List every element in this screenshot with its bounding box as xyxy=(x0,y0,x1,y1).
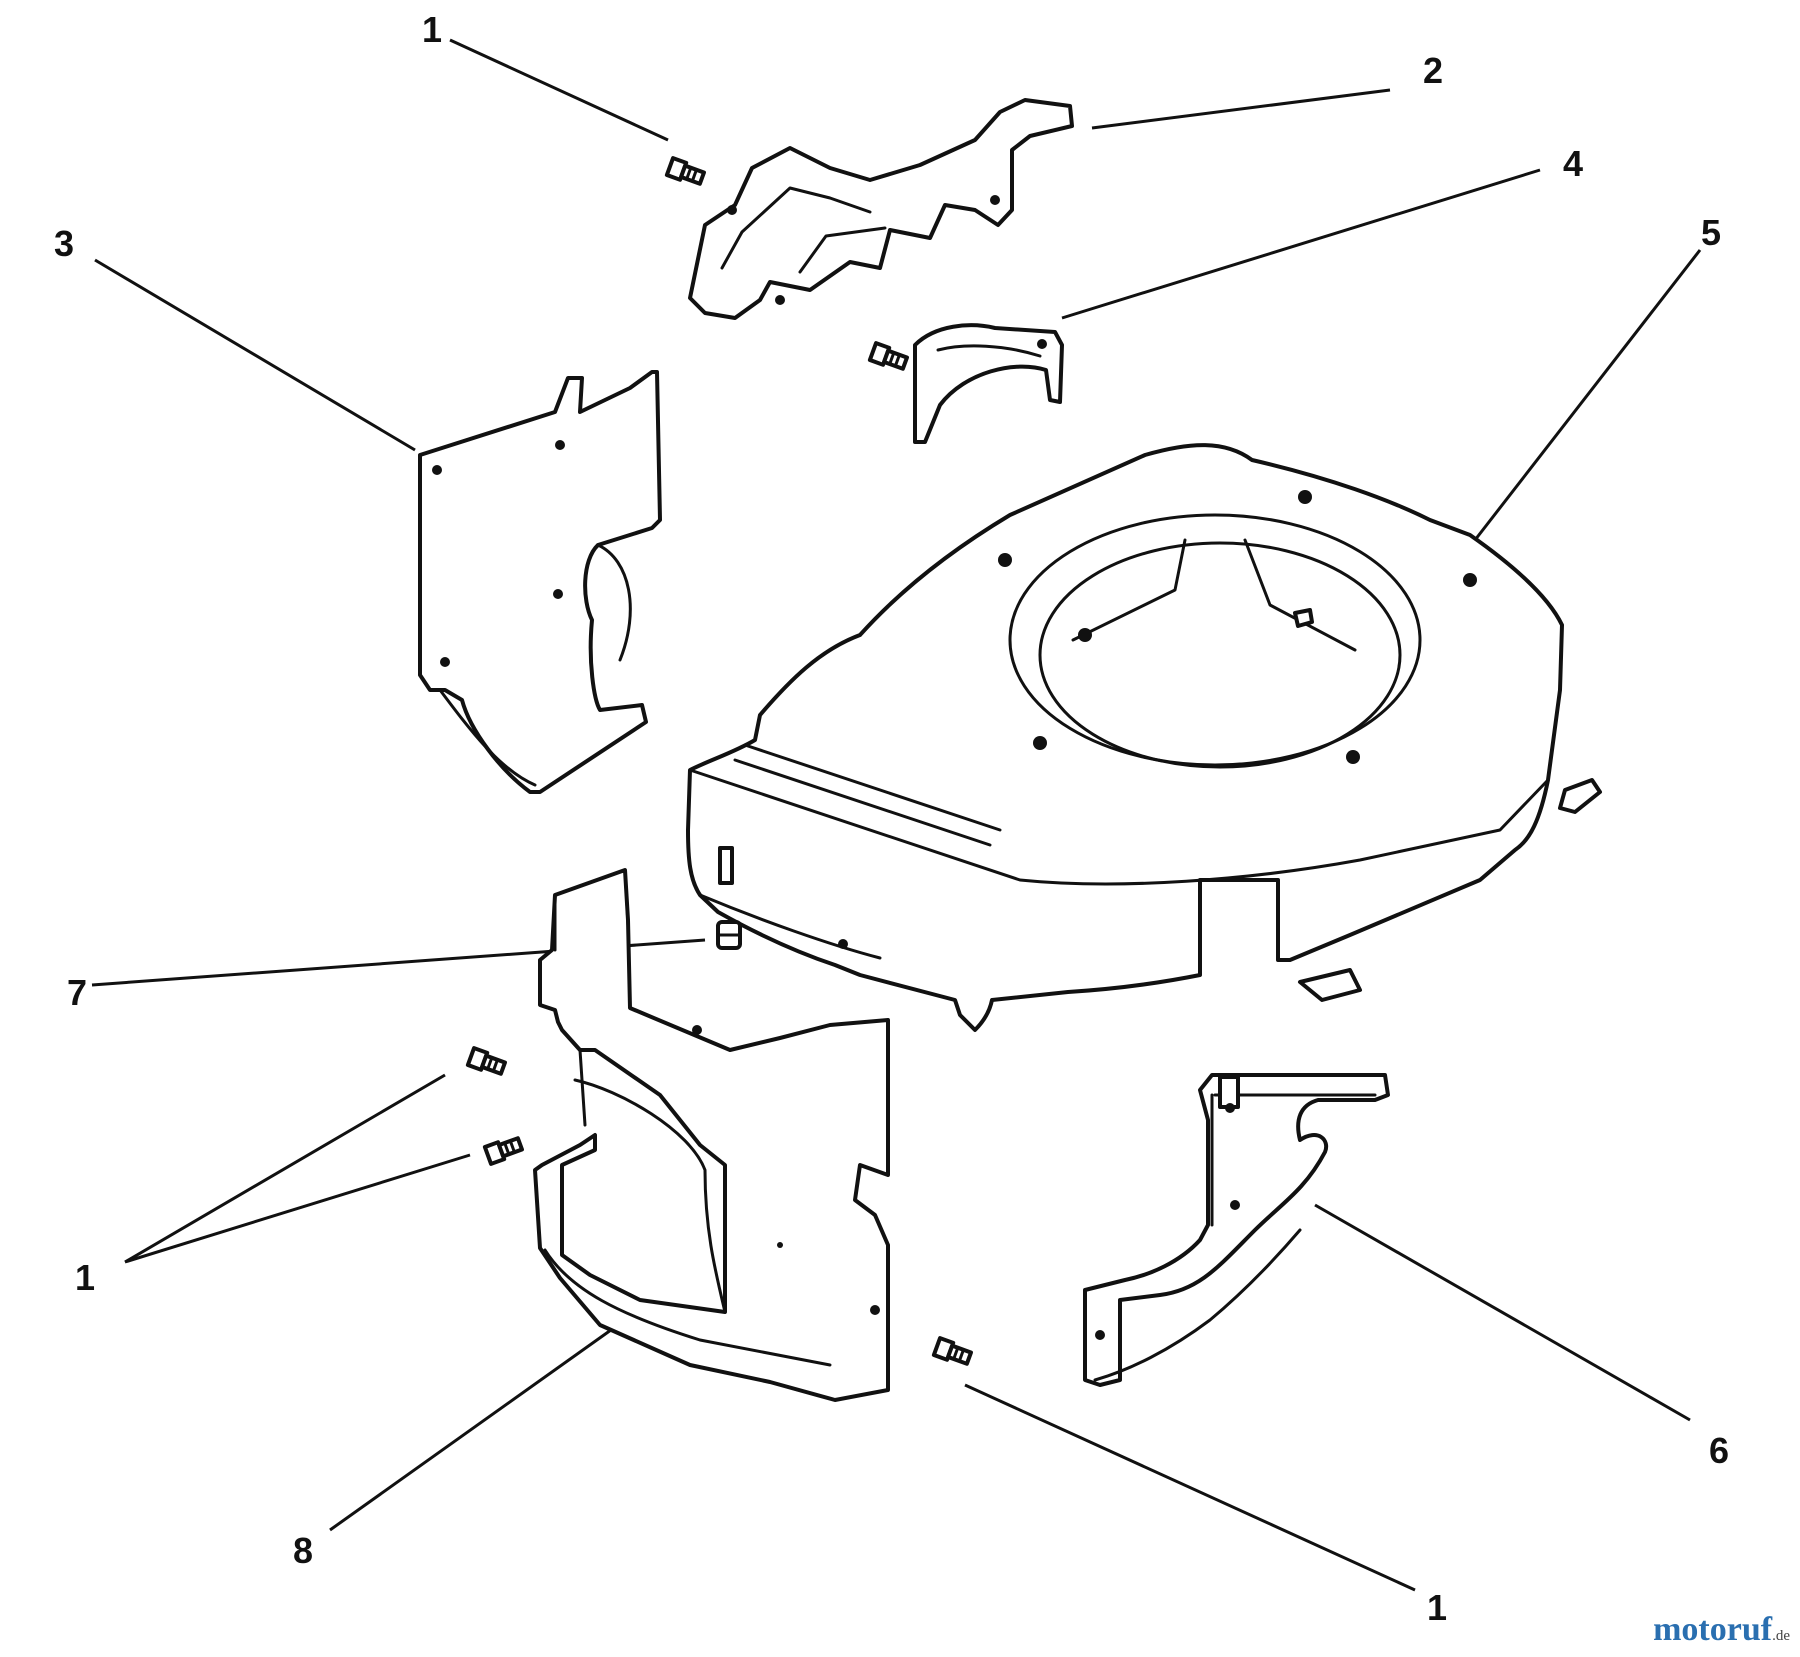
upper-baffle-part-2 xyxy=(688,98,1074,320)
callout-1-left: 1 xyxy=(75,1257,95,1298)
lower-bracket-part-6 xyxy=(1083,1073,1390,1387)
front-baffle-part-8 xyxy=(533,868,890,1402)
small-shroud-part-4 xyxy=(913,323,1064,444)
side-baffle-part-3 xyxy=(418,370,662,794)
callout-5: 5 xyxy=(1701,212,1721,253)
callout-4: 4 xyxy=(1563,143,1583,184)
blower-housing-part-5 xyxy=(686,443,1602,1032)
screw-top xyxy=(664,156,706,186)
callout-labels: 1 2 3 4 5 7 1 8 6 1 xyxy=(54,9,1729,1628)
watermark-logo: motoruf.de xyxy=(1653,1611,1790,1649)
plug-part-7 xyxy=(716,920,742,950)
callout-8: 8 xyxy=(293,1530,313,1571)
leader-line-6 xyxy=(1314,1203,1691,1422)
callout-6: 6 xyxy=(1709,1430,1729,1471)
screw-left-upper xyxy=(465,1046,507,1076)
leader-line-1-bottom xyxy=(964,1383,1416,1592)
callout-3: 3 xyxy=(54,223,74,264)
leader-line-1-left-lower xyxy=(124,1153,471,1264)
screw-part-1 xyxy=(465,156,973,1366)
callout-7: 7 xyxy=(67,972,87,1013)
watermark-domain-suffix: .de xyxy=(1772,1628,1790,1644)
leader-line-1-left-upper xyxy=(124,1073,446,1264)
leader-line-2 xyxy=(1091,88,1391,130)
callout-1-bottom: 1 xyxy=(1427,1587,1447,1628)
screw-part-4-mount xyxy=(867,341,909,371)
callout-1-top: 1 xyxy=(422,9,442,50)
screw-bottom xyxy=(931,1336,973,1366)
leader-line-5 xyxy=(1473,249,1702,541)
leader-line-1-top xyxy=(449,38,669,142)
leader-line-3 xyxy=(94,258,416,452)
leader-line-4 xyxy=(1061,168,1541,320)
leader-lines xyxy=(91,38,1702,1592)
screw-left-lower xyxy=(482,1136,524,1166)
callout-2: 2 xyxy=(1423,50,1443,91)
leader-line-8 xyxy=(329,1318,626,1532)
watermark-main-text: motoruf xyxy=(1653,1611,1773,1648)
